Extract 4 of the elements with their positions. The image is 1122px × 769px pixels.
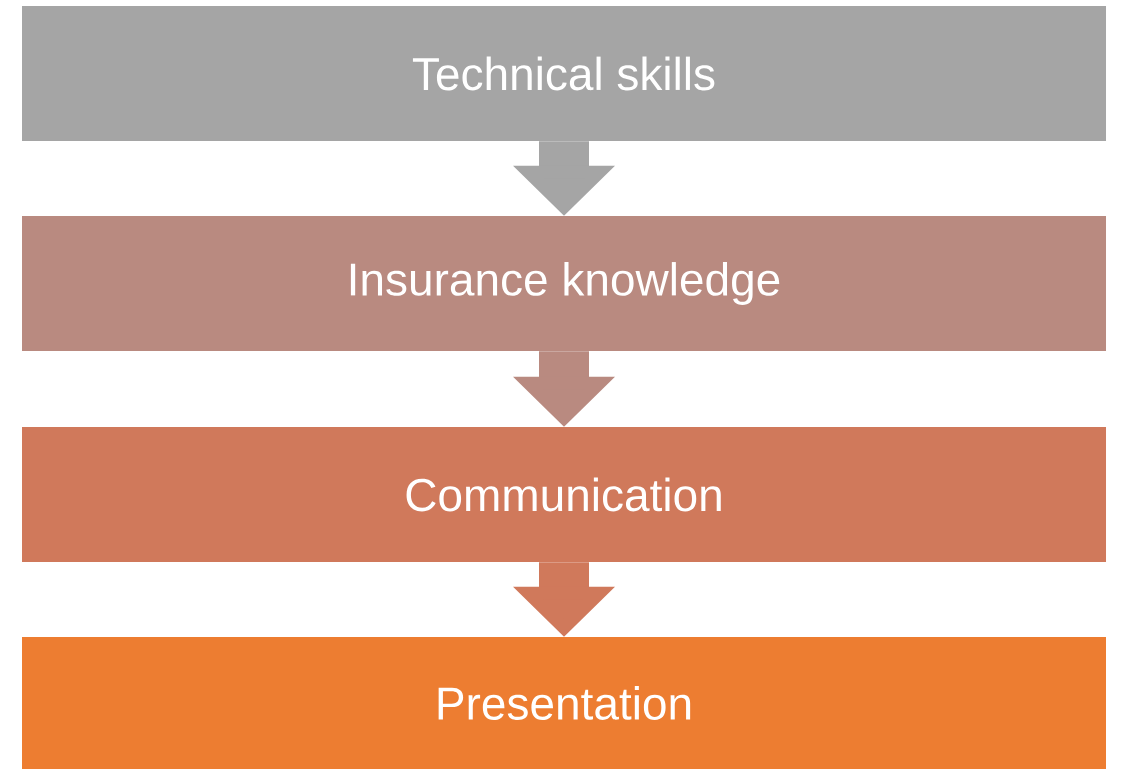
process-box: Insurance knowledge <box>22 216 1106 351</box>
process-box: Presentation <box>22 637 1106 769</box>
process-box: Communication <box>22 427 1106 562</box>
process-box: Technical skills <box>22 6 1106 141</box>
